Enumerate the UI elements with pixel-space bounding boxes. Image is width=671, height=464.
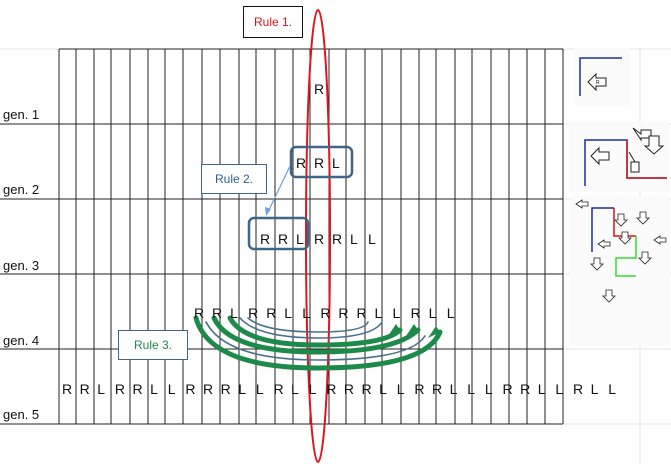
- rule-3-arc-0: [211, 315, 421, 355]
- gen-5-symbol: R: [520, 381, 531, 397]
- gen-5-symbol: R: [572, 381, 584, 397]
- gen-4-symbol: L: [284, 305, 293, 321]
- gen-5-symbol: L: [167, 381, 176, 397]
- gen-2-symbol: R: [314, 155, 325, 171]
- gen-4-symbol: R: [266, 305, 277, 321]
- gen-5-symbol: R: [185, 381, 196, 397]
- gen-5-symbol: L: [396, 381, 405, 397]
- dragon-thumb-2: [569, 122, 669, 192]
- rule-3-arrowhead-3: [388, 324, 400, 336]
- rule-2-source-box: [289, 145, 354, 179]
- gen-5-symbol: R: [361, 381, 372, 397]
- gen-4-symbol: R: [410, 305, 421, 321]
- gen-5-symbol: L: [537, 381, 546, 397]
- dragon-thumb-1: R: [574, 48, 630, 106]
- gen-3-symbol: L: [368, 231, 376, 247]
- gen-5-symbol: R: [273, 381, 284, 397]
- gen-5-symbol: R: [432, 381, 443, 397]
- gen-4-symbol: R: [248, 305, 259, 321]
- gen-5-symbol: L: [467, 381, 476, 397]
- gen-3-symbol: L: [296, 231, 304, 247]
- rule-2-target-box: [247, 216, 310, 251]
- gen-3-symbol: R: [332, 231, 343, 247]
- rule-1-center-ellipse: [305, 9, 331, 463]
- rule-3-arrowhead-1: [428, 326, 440, 338]
- gen-3-symbol: R: [278, 231, 289, 247]
- gen-5-symbol: L: [97, 381, 106, 397]
- gen-1-label: gen. 1: [3, 107, 40, 122]
- gen-4-symbol: L: [302, 305, 311, 321]
- rule-1-label: Rule 1.: [243, 6, 303, 38]
- gen-4-symbol: L: [374, 305, 383, 321]
- gen-5-symbol: L: [449, 381, 458, 397]
- rule-3-arc-4: [247, 317, 369, 333]
- gen-5-symbol: L: [555, 381, 564, 397]
- gen-2-symbol: R: [296, 155, 307, 171]
- gen-3-symbol: L: [350, 231, 358, 247]
- rule-3-arc-1: [227, 315, 403, 348]
- gen-5-symbol: R: [202, 381, 214, 397]
- gen-5-symbol: L: [379, 381, 387, 397]
- gen-4-symbol: L: [428, 305, 437, 321]
- gen-5-symbol: R: [414, 381, 425, 397]
- rule-3-arrowhead-2: [406, 324, 418, 336]
- rule-3-arc-5: [205, 321, 426, 361]
- gen-4-symbol: L: [446, 305, 455, 321]
- gen-5-symbol: R: [343, 381, 355, 397]
- gen-4-symbol: R: [338, 305, 349, 321]
- gen-5-symbol: L: [291, 381, 299, 397]
- rule-2-arrow: [267, 165, 291, 213]
- rule-3-arc-2: [193, 315, 443, 371]
- gen-5-symbol: L: [308, 381, 317, 397]
- gen-4-symbol: L: [230, 305, 238, 321]
- gen-1-symbol: R: [314, 81, 325, 97]
- gen-3-label: gen. 3: [3, 258, 40, 273]
- gen-4-symbol: R: [320, 305, 331, 321]
- gen-5-symbol: R: [502, 381, 513, 397]
- gen-5-symbol: R: [114, 381, 125, 397]
- gen-5-symbol: R: [220, 381, 231, 397]
- gen-5-symbol: L: [590, 381, 599, 397]
- gen-5-symbol: R: [132, 381, 143, 397]
- rule-2-arrowhead: [265, 207, 271, 216]
- gen-5-symbol: R: [79, 381, 90, 397]
- gen-3-symbol: R: [260, 231, 271, 247]
- dragon-thumb-3: [570, 196, 670, 346]
- svg-text:R: R: [596, 80, 600, 86]
- gen-4-symbol: R: [194, 305, 205, 321]
- gen-4-symbol: L: [392, 305, 401, 321]
- gen-2-label: gen. 2: [3, 182, 40, 197]
- gen-4-label: gen. 4: [3, 333, 40, 348]
- gen-3-symbol: R: [314, 231, 325, 247]
- gen-4-symbol: R: [356, 305, 367, 321]
- dragon-curve-thumbnails: R: [566, 46, 671, 346]
- gen-5-symbol: L: [484, 381, 493, 397]
- rule-3-arc-3: [239, 317, 383, 339]
- gen-5-symbol: R: [326, 381, 337, 397]
- gen-5-symbol: L: [255, 381, 264, 397]
- gen-5-symbol: R: [62, 381, 73, 397]
- rule-2-label: Rule 2.: [201, 164, 267, 194]
- rule-3-label: Rule 3.: [118, 330, 188, 360]
- gen-5-symbol: L: [238, 381, 246, 397]
- gen-2-symbol: L: [332, 155, 340, 171]
- gen-5-symbol: L: [150, 381, 158, 397]
- gen-5-symbol: L: [608, 381, 617, 397]
- gen-5-label: gen. 5: [3, 407, 40, 422]
- gen-4-symbol: R: [212, 305, 223, 321]
